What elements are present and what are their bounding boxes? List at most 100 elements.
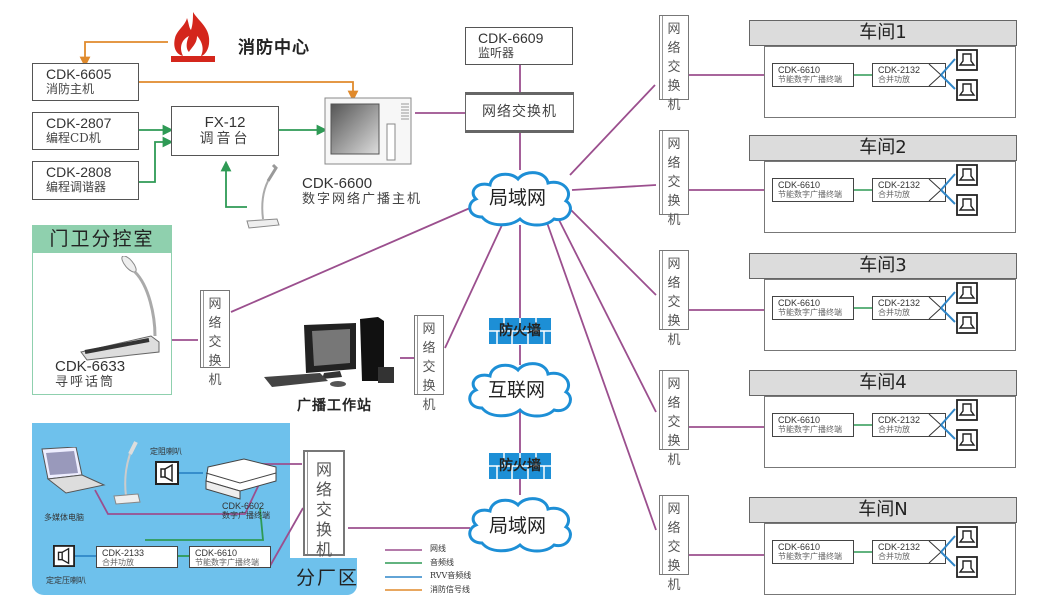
guard-room-title: 门卫分控室 [33, 226, 171, 253]
workshop-terminal-model: CDK-6610 [778, 180, 821, 190]
switch-label: 网络交换机 [667, 377, 681, 468]
speaker-icon [956, 399, 978, 421]
workshop-amp-name: 合并功放 [878, 308, 910, 317]
legend-item-network: 网线 [430, 544, 446, 553]
workshop-amp-name: 合并功放 [878, 425, 910, 434]
mixer-name: 调音台 [199, 131, 251, 147]
workshop-amp-model: CDK-2132 [878, 542, 921, 552]
workshop-terminal-name: 节能数字广播终端 [778, 308, 842, 317]
switch-label: 网络交换机 [667, 502, 681, 593]
switch-workshop-n: 网络交换机 [659, 495, 689, 593]
lan-cloud-top [468, 171, 572, 227]
switch-workshop-2: 网络交换机 [659, 130, 689, 228]
workshop-wiring [854, 408, 956, 440]
lan-cloud-bottom [468, 497, 572, 553]
firewall-top: 防火墙 [489, 318, 551, 344]
tuner-model: CDK-2808 [46, 164, 112, 180]
legend-item-audio: 音频线 [430, 557, 454, 567]
paging-mic-model: CDK-6633 [55, 358, 126, 375]
speaker-icon [956, 556, 978, 578]
workshop-title: 车间2 [749, 135, 1017, 161]
legend-item-rvv: RVV音频线 [430, 571, 472, 580]
workshop-body: CDK-6610 节能数字广播终端 CDK-2132 合并功放 [764, 523, 1016, 595]
laptop-label: 多媒体电脑 [44, 513, 84, 522]
mixer-box: FX-12 调音台 [171, 106, 279, 156]
workstation-computer-icon [264, 317, 394, 387]
broadcast-host-icon [324, 97, 412, 165]
workshop-amp-box: CDK-2132 合并功放 [872, 178, 946, 202]
fire-center-label: 消防中心 [238, 38, 310, 58]
switch-label: 网络交换机 [667, 22, 681, 113]
speaker-icon [155, 461, 179, 485]
workshop-terminal-box: CDK-6610 节能数字广播终端 [772, 63, 854, 87]
switch-label: 网络交换机 [208, 297, 222, 388]
paging-mic-label: CDK-6633 寻呼话筒 [55, 358, 126, 391]
switch-label: 网络交换机 [315, 460, 332, 559]
branch-energy-terminal-box: CDK-6610 节能数字广播终端 [189, 546, 271, 568]
switch-branch: 网络交换机 [303, 450, 345, 559]
lan-top-label: 局域网 [489, 187, 547, 209]
speaker-icon [956, 429, 978, 451]
main-host-label: CDK-6600 数字网络广播主机 [302, 176, 422, 208]
branch-energy-terminal-model: CDK-6610 [195, 548, 238, 558]
legend-item-fire: 消防信号线 [430, 584, 470, 594]
cv-speaker-icon [53, 545, 75, 567]
switch-workstation: 网络交换机 [414, 315, 444, 413]
workshop-terminal-box: CDK-6610 节能数字广播终端 [772, 178, 854, 202]
firewall-icon [489, 318, 551, 344]
workshop-title: 车间N [749, 497, 1017, 523]
speaker-icon [956, 79, 978, 101]
speaker-icon [956, 282, 978, 304]
firewall-bottom: 防火墙 [489, 453, 551, 479]
workshop-amp-name: 合并功放 [878, 75, 910, 84]
workshop-terminal-box: CDK-6610 节能数字广播终端 [772, 540, 854, 564]
workshop-terminal-model: CDK-6610 [778, 65, 821, 75]
mixer-model: FX-12 [204, 114, 246, 131]
monitor-name: 监听器 [478, 46, 515, 60]
workshop-body: CDK-6610 节能数字广播终端 CDK-2132 合并功放 [764, 161, 1016, 233]
firewall-top-label: 防火墙 [499, 323, 541, 339]
branch-area-tab [285, 558, 357, 595]
monitor-model: CDK-6609 [478, 30, 544, 46]
laptop-icon [41, 447, 106, 494]
monitor-box: CDK-6609 监听器 [465, 27, 573, 65]
branch-amp-name: 合并功放 [102, 558, 134, 567]
workshop-amp-box: CDK-2132 合并功放 [872, 413, 946, 437]
workshop-terminal-box: CDK-6610 节能数字广播终端 [772, 413, 854, 437]
speaker-icon [956, 164, 978, 186]
workshop-terminal-name: 节能数字广播终端 [778, 425, 842, 434]
audio-tuner-mixer [138, 136, 174, 183]
fire-host-model: CDK-6605 [46, 66, 112, 82]
paging-mic-name: 寻呼话筒 [55, 375, 116, 390]
workshop-terminal-name: 节能数字广播终端 [778, 75, 842, 84]
main-host-model: CDK-6600 [302, 175, 373, 192]
cv-speaker-label: 定定压喇叭 [46, 576, 86, 585]
branch-energy-terminal-name: 节能数字广播终端 [195, 558, 259, 567]
branch-terminal-label: CDK-6602 数字广播终端 [222, 501, 270, 521]
tuner-box: CDK-2808 编程调谐器 [32, 161, 139, 200]
workshop-terminal-name: 节能数字广播终端 [778, 552, 842, 561]
cd-player-name: 编程CD机 [46, 131, 101, 145]
workshop-wiring [854, 173, 956, 205]
workshop-amp-name: 合并功放 [878, 190, 910, 199]
desk-microphone-icon [246, 163, 280, 229]
switch-workshop-4: 网络交换机 [659, 370, 689, 468]
firewall-icon [489, 453, 551, 479]
speaker-icon [956, 312, 978, 334]
workshop-wiring [854, 535, 956, 567]
fire-line-to-6605 [79, 41, 168, 68]
workstation-label: 广播工作站 [297, 398, 372, 414]
branch-mic-icon [113, 441, 141, 505]
switch-label: 网络交换机 [422, 322, 436, 413]
main-host-name: 数字网络广播主机 [302, 192, 423, 207]
workshop-amp-box: CDK-2132 合并功放 [872, 296, 946, 320]
switch-label: 网络交换机 [667, 257, 681, 348]
fire-host-box: CDK-6605 消防主机 [32, 63, 139, 101]
firewall-bottom-label: 防火墙 [499, 458, 541, 474]
lan-bottom-label: 局域网 [489, 515, 547, 537]
workshop-terminal-model: CDK-6610 [778, 542, 821, 552]
switch-workshop-1: 网络交换机 [659, 15, 689, 113]
workshop-amp-box: CDK-2132 合并功放 [872, 63, 946, 87]
switch-guard: 网络交换机 [200, 290, 230, 388]
